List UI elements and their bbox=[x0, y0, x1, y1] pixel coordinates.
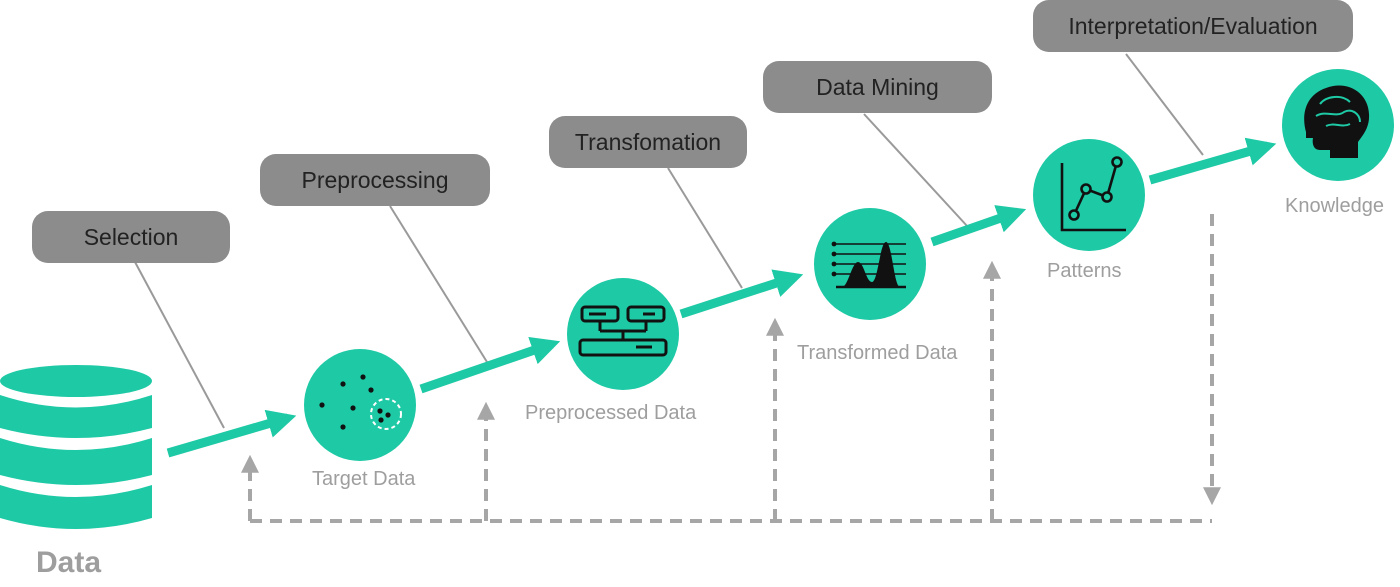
step-label-transformation: Transfomation bbox=[574, 128, 722, 155]
flow-arrows bbox=[166, 137, 1277, 458]
feedback-loop bbox=[241, 214, 1221, 523]
leader-line-transformation bbox=[667, 167, 743, 289]
leader-line-data-mining bbox=[863, 113, 969, 228]
node-patterns bbox=[1033, 139, 1145, 251]
step-label-data-mining: Data Mining bbox=[816, 73, 939, 100]
node-label-patterns: Patterns bbox=[1047, 260, 1122, 282]
node-target-data bbox=[304, 349, 416, 461]
leader-line-interpretation bbox=[1125, 53, 1204, 156]
flow-arrow-preprocessing bbox=[419, 336, 561, 394]
step-label-selection: Selection bbox=[83, 223, 179, 250]
flow-arrow-data-mining bbox=[930, 205, 1027, 247]
node-label-knowledge: Knowledge bbox=[1285, 195, 1384, 217]
leader-line-selection bbox=[134, 261, 225, 429]
step-data-mining: Data Mining bbox=[763, 61, 992, 113]
line-graph-icon bbox=[1060, 156, 1126, 232]
step-box-backgrounds bbox=[32, 0, 1353, 263]
flow-arrow-interpretation bbox=[1148, 137, 1277, 185]
step-interpretation-evaluation: Interpretation/Evaluation bbox=[1033, 0, 1353, 52]
node-label-transformed-data: Transformed Data bbox=[797, 342, 958, 364]
flow-arrow-selection bbox=[166, 409, 297, 458]
step-selection: Selection bbox=[32, 211, 230, 263]
node-knowledge bbox=[1282, 69, 1394, 181]
database-icon bbox=[0, 365, 152, 529]
step-label-interpretation-evaluation: Interpretation/Evaluation bbox=[1068, 12, 1318, 39]
node-label-target-data: Target Data bbox=[312, 468, 416, 490]
step-preprocessing: Preprocessing bbox=[260, 154, 490, 206]
node-preprocessed-data bbox=[567, 278, 679, 390]
database-label: Data bbox=[36, 546, 102, 579]
scatter-dots-icon bbox=[319, 374, 402, 430]
distribution-curve-icon bbox=[831, 241, 906, 289]
step-label-preprocessing: Preprocessing bbox=[301, 166, 449, 193]
brain-head-icon bbox=[1304, 85, 1370, 158]
step-transformation: Transfomation bbox=[549, 116, 747, 168]
leader-line-preprocessing bbox=[389, 205, 488, 363]
node-label-preprocessed-data: Preprocessed Data bbox=[525, 402, 697, 424]
flow-arrow-transformation bbox=[679, 269, 804, 319]
node-transformed-data bbox=[814, 208, 926, 320]
leader-lines bbox=[134, 53, 1204, 429]
server-rack-icon bbox=[578, 305, 668, 357]
